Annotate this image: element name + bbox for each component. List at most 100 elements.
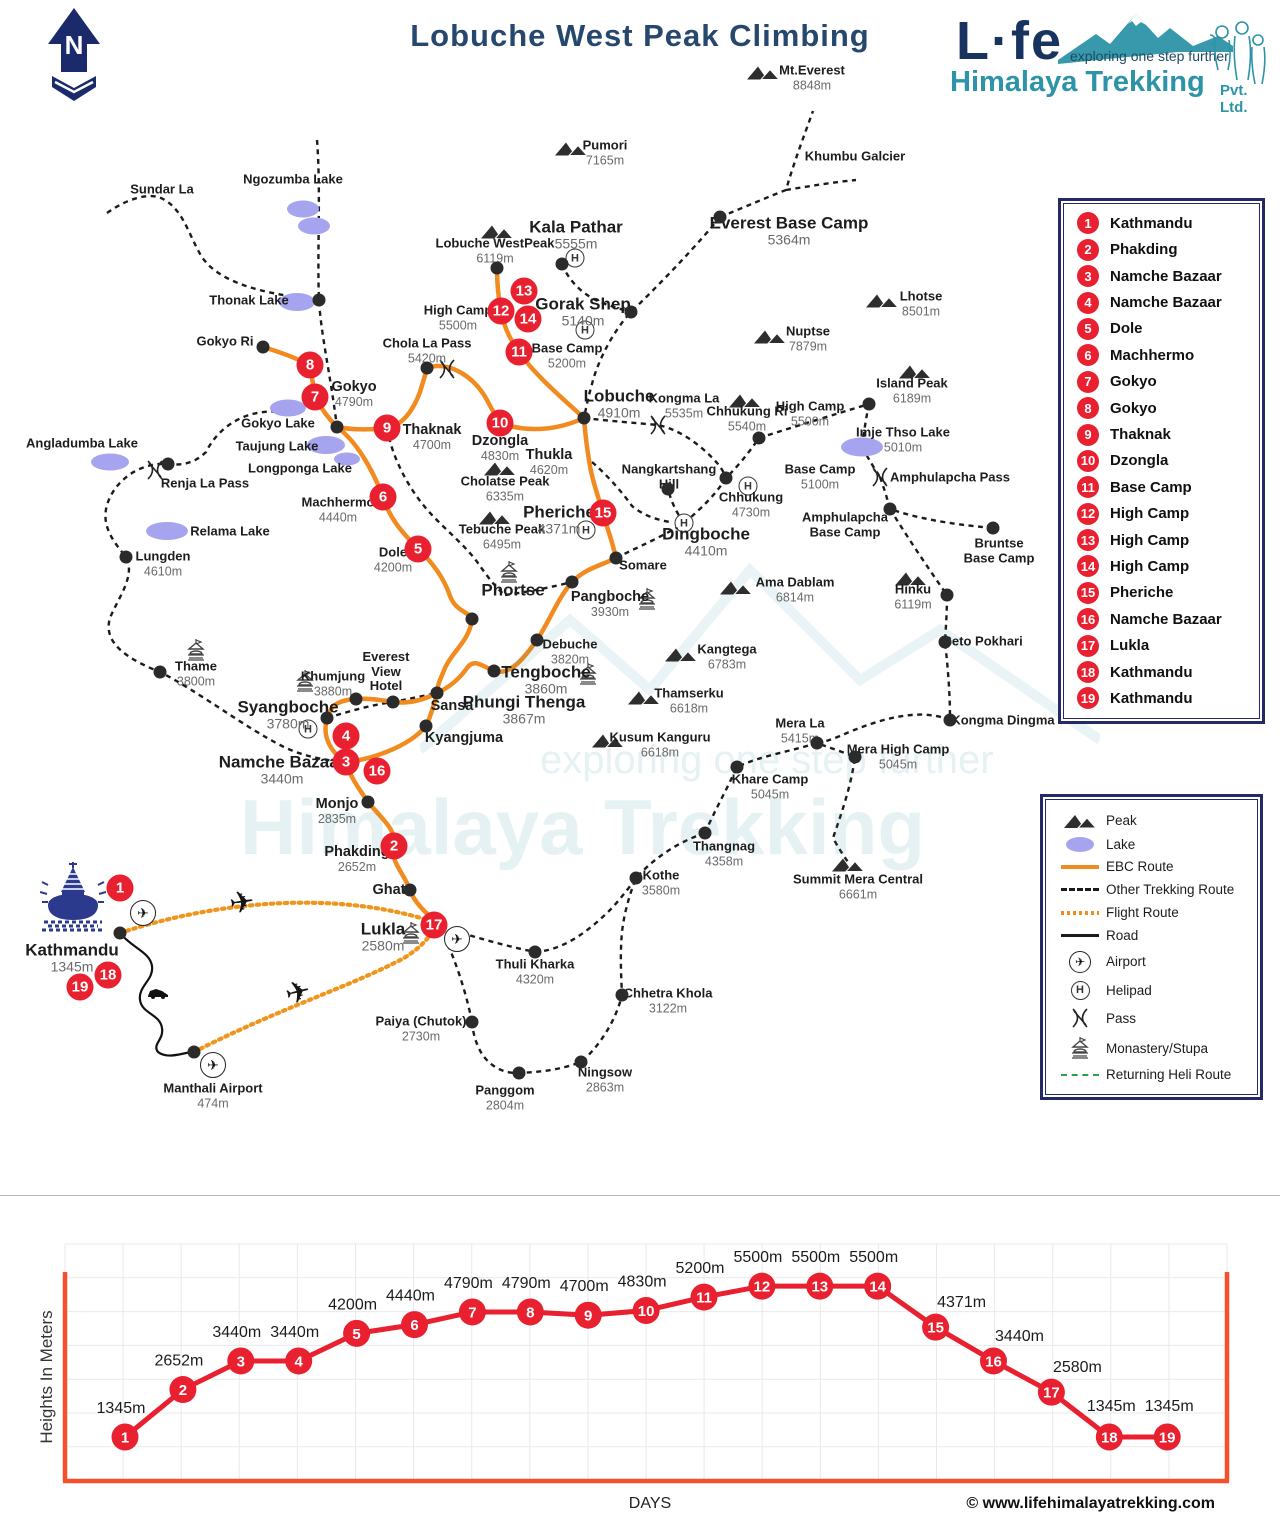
watermark-himalaya: Himalaya Trekking bbox=[240, 783, 926, 871]
day-marker-14: 14 bbox=[514, 305, 542, 333]
trek-legend-icon bbox=[1054, 888, 1106, 892]
map-label-ngozumba-lake: Ngozumba Lake bbox=[243, 171, 343, 187]
watermark-mountain-icon bbox=[420, 562, 1100, 754]
legend-item-peak: Peak bbox=[1046, 812, 1257, 829]
legend-item-pass: Pass bbox=[1046, 1007, 1257, 1029]
legend-item-lake: Lake bbox=[1046, 836, 1257, 852]
section-divider bbox=[0, 1195, 1280, 1196]
svg-text:4371m: 4371m bbox=[937, 1294, 986, 1311]
legend-item-flight-route: Flight Route bbox=[1046, 905, 1257, 920]
peak-icon bbox=[626, 689, 662, 706]
lake-shape bbox=[279, 293, 315, 311]
route-point bbox=[629, 871, 643, 885]
day-label: High Camp bbox=[1110, 531, 1190, 549]
svg-text:13: 13 bbox=[811, 1279, 828, 1296]
chart-day-marker-19 bbox=[1153, 1423, 1181, 1451]
legend-label: Other Trekking Route bbox=[1106, 882, 1235, 898]
day-label: Namche Bazaar bbox=[1110, 294, 1222, 312]
route-point bbox=[555, 257, 569, 271]
day-number-badge: 18 bbox=[1077, 661, 1099, 684]
day-marker-7: 7 bbox=[301, 383, 329, 411]
day-label: Machhermo bbox=[1110, 346, 1195, 364]
svg-text:5200m: 5200m bbox=[676, 1260, 725, 1277]
route-point bbox=[349, 692, 363, 706]
legend-label: EBC Route bbox=[1106, 859, 1174, 875]
chart-day-marker-6 bbox=[401, 1311, 428, 1339]
map-label-kyangjuma: Kyangjuma bbox=[424, 729, 504, 746]
route-point bbox=[609, 551, 623, 565]
svg-text:3: 3 bbox=[237, 1353, 245, 1370]
peak-icon bbox=[590, 732, 626, 749]
elevation-chart-svg: 1345m12652m23440m33440m44200m54440m64790… bbox=[37, 1243, 1230, 1512]
map-label-paiya-chutok: Paiya (Chutok)2730m bbox=[375, 1013, 467, 1044]
map-label-thonak-lake: Thonak Lake bbox=[209, 292, 289, 308]
route-point bbox=[943, 713, 957, 727]
map-label-khumbu-galcier: Khumbu Galcier bbox=[804, 148, 906, 164]
route-point bbox=[528, 945, 542, 959]
copyright-text: © www.lifehimalayatrekking.com bbox=[966, 1495, 1215, 1512]
chart-day-marker-3 bbox=[227, 1347, 255, 1375]
day-number-badge: 2 bbox=[1077, 238, 1099, 261]
lake-shape bbox=[287, 200, 319, 218]
lake-shape bbox=[334, 452, 360, 466]
day-label: Dole bbox=[1110, 320, 1143, 338]
chart-day-marker-2 bbox=[169, 1376, 197, 1404]
route-point bbox=[430, 686, 444, 700]
day-marker-8: 8 bbox=[296, 351, 324, 379]
day-label: Dzongla bbox=[1110, 452, 1169, 470]
map-label-kongma-dingma: Kongma Dingma bbox=[951, 712, 1055, 728]
peak-legend-icon bbox=[1054, 812, 1106, 829]
legend-label: Returning Heli Route bbox=[1106, 1067, 1232, 1083]
day-marker-18: 18 bbox=[94, 961, 122, 989]
helipad-icon: H bbox=[575, 320, 595, 340]
map-label-ghat: Ghat bbox=[372, 881, 406, 898]
stupa-icon bbox=[40, 862, 106, 940]
svg-text:14: 14 bbox=[869, 1279, 886, 1296]
helipad-icon: H bbox=[576, 520, 596, 540]
peak-icon bbox=[482, 460, 518, 477]
day-number-badge: 19 bbox=[1077, 687, 1099, 710]
legend-item-returning-heli-route: Returning Heli Route bbox=[1046, 1067, 1257, 1082]
route-point bbox=[465, 612, 479, 626]
day-number-badge: 6 bbox=[1077, 344, 1099, 367]
map-label-gokyo-ri: Gokyo Ri bbox=[196, 333, 254, 349]
svg-text:5: 5 bbox=[352, 1326, 360, 1343]
route-point bbox=[403, 883, 417, 897]
day-marker-6: 6 bbox=[369, 483, 397, 511]
day-label: Kathmandu bbox=[1110, 214, 1193, 232]
chart-day-marker-5 bbox=[343, 1319, 371, 1347]
lake-shape bbox=[841, 437, 883, 457]
day-label: Thaknak bbox=[1110, 426, 1171, 444]
chart-day-marker-17 bbox=[1037, 1378, 1065, 1406]
day-marker-2: 2 bbox=[380, 832, 408, 860]
airport-legend-icon: ✈ bbox=[1054, 950, 1106, 973]
page-title: Lobuche West Peak Climbing bbox=[410, 18, 870, 53]
svg-text:9: 9 bbox=[584, 1308, 592, 1325]
pass-icon bbox=[870, 466, 890, 488]
day-marker-16: 16 bbox=[363, 757, 391, 785]
map-label-relama-lake: Relama Lake bbox=[190, 523, 270, 539]
map-label-longponga-lake: Longponga Lake bbox=[248, 460, 352, 476]
day-label: Namche Bazaar bbox=[1110, 610, 1222, 628]
heli-legend-icon bbox=[1054, 1073, 1106, 1076]
